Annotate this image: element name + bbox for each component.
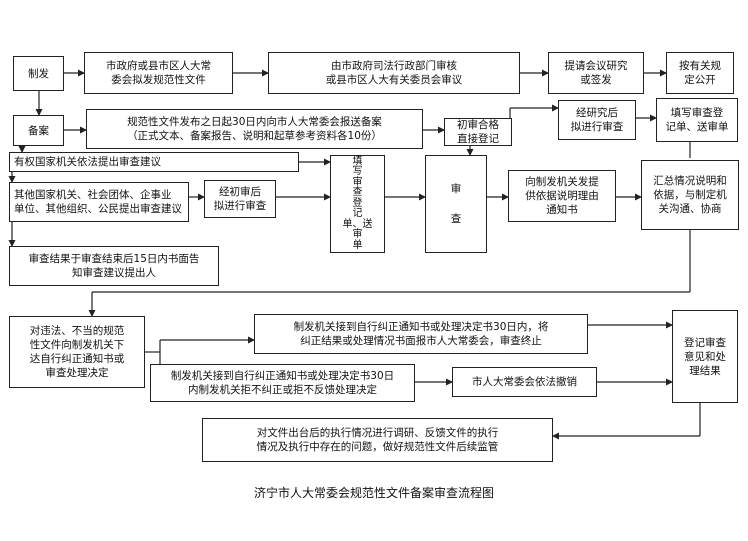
node-others-suggest: 其他国家机关、社会团体、企事业 单位、其他组织、公民提出审查建议 [9,182,189,222]
node-draft: 市政府或县市区人大常 委会拟发规范性文件 [84,52,233,94]
node-report: 规范性文件发布之日起30日内向市人大常委会报送备案 （正式文本、备案报告、说明和… [86,109,423,149]
node-study-review: 经研究后 拟进行审查 [558,100,636,140]
node-revoke: 市人大常委会依法撤销 [452,367,597,397]
node-refuse: 制发机关接到自行纠正通知书或处理决定书30日 内制发机关拒不纠正或拒不反馈处理决… [150,364,415,402]
node-review: 审 查 [425,155,487,253]
node-initial-pass: 初审合格 直接登记 [444,118,512,146]
node-summarize: 汇总情况说明和 依据，与制定机 关沟通、协商 [641,160,739,230]
node-fill-register-top: 填写审查登 记单、送审单 [656,98,738,142]
node-publish: 按有关规 定公开 [666,52,734,94]
node-self-correct: 制发机关接到自行纠正通知书或处理决定书30日内，将 纠正结果或处理情况书面报市人… [254,314,588,354]
node-feedback: 审查结果于审查结束后15日内书面告 知审查建议提出人 [9,246,219,286]
node-follow-up: 对文件出台后的执行情况进行调研、反馈文件的执行 情况及执行中存在的问题，做好规范… [202,418,553,462]
node-meeting: 提请会议研究 或签发 [548,52,644,94]
node-zhifa: 制发 [13,56,64,91]
node-notify: 向制发机关发提 供依据说明理由 通知书 [508,170,616,222]
diagram-caption: 济宁市人大常委会规范性文件备案审查流程图 [253,486,494,500]
node-review-legal: 由市政府司法行政部门审核 或县市区人大有关委员会审议 [268,52,520,94]
node-register-result: 登记审查 意见和处 理结果 [672,310,738,403]
node-initial-review: 经初审后 拟进行审查 [204,180,276,218]
node-fill-register-mid: 填 写 审 查 登 记 单、送 审 单 [330,155,385,253]
node-authority-suggest: 有权国家机关依法提出审查建议 [9,152,299,172]
node-illegal: 对违法、不当的规范 性文件向制发机关下 达自行纠正通知书或 审查处理决定 [9,316,145,388]
node-beian: 备案 [13,115,64,146]
